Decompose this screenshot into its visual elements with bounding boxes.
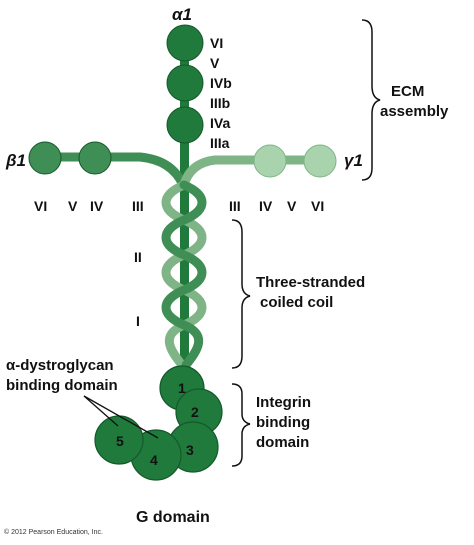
coil-label: coiled coil (260, 294, 333, 311)
beta-domain-globe (78, 141, 112, 175)
gamma-domain-globe (253, 144, 287, 178)
coil-domain-label: II (134, 249, 142, 265)
integrin-label: domain (256, 434, 309, 451)
gamma-domain-globe (303, 144, 337, 178)
g-subdomain-label: 1 (178, 380, 186, 396)
coil-strand-beta (161, 180, 207, 370)
alpha-domain-label: IVb (210, 75, 232, 91)
beta-chain-label: β1 (5, 151, 26, 170)
beta-chain-strand (35, 152, 188, 190)
gamma-chain-label: γ1 (344, 151, 363, 170)
alpha-domain-label: IVa (210, 115, 230, 131)
alpha-chain-label: α1 (172, 5, 192, 24)
beta-globular-domains (28, 141, 112, 175)
g-domain-title: G domain (136, 509, 210, 526)
alpha-domain-globe (166, 106, 204, 144)
alpha-domain-label: V (210, 55, 220, 71)
alpha-domain-label: IIIb (210, 95, 230, 111)
g-subdomain-label: 3 (186, 442, 194, 458)
gamma-globular-domains (253, 144, 337, 178)
gamma-chain-strand (179, 155, 327, 190)
gamma-domain-label: VI (311, 198, 324, 214)
ecm-assembly-label: assembly (380, 103, 449, 120)
g-subdomain-label: 4 (150, 452, 158, 468)
dystroglycan-pointer (83, 395, 159, 439)
dystroglycan-pointer (83, 395, 119, 427)
gamma-domain-label: III (229, 198, 241, 214)
g-subdomain-label: 2 (191, 404, 199, 420)
copyright-text: © 2012 Pearson Education, Inc. (4, 528, 103, 536)
alpha-domain-globe (166, 64, 204, 102)
integrin-brace (231, 383, 251, 467)
beta-domain-label: IV (90, 198, 104, 214)
beta-domain-label: V (68, 198, 78, 214)
alpha-domain-label: VI (210, 35, 223, 51)
gamma-domain-label: IV (259, 198, 273, 214)
coil-domain-label: I (136, 313, 140, 329)
beta-domain-globe (28, 141, 62, 175)
alpha-domain-label: IIIa (210, 135, 230, 151)
gamma-domain-label: V (287, 198, 297, 214)
g-domain: 1 2 3 4 5 (94, 365, 223, 481)
beta-domain-label: III (132, 198, 144, 214)
dystroglycan-label: binding domain (6, 377, 118, 394)
ecm-assembly-label: ECM (391, 83, 424, 100)
integrin-label: binding (256, 414, 310, 431)
integrin-label: Integrin (256, 394, 311, 411)
g-subdomain-label: 5 (116, 433, 124, 449)
alpha-domain-globe (166, 24, 204, 62)
coil-brace (231, 219, 251, 369)
beta-domain-label: VI (34, 198, 47, 214)
dystroglycan-label: α-dystroglycan (6, 357, 114, 374)
alpha-globular-domains (166, 24, 204, 144)
coil-label: Three-stranded (256, 274, 365, 291)
ecm-brace (361, 19, 381, 181)
